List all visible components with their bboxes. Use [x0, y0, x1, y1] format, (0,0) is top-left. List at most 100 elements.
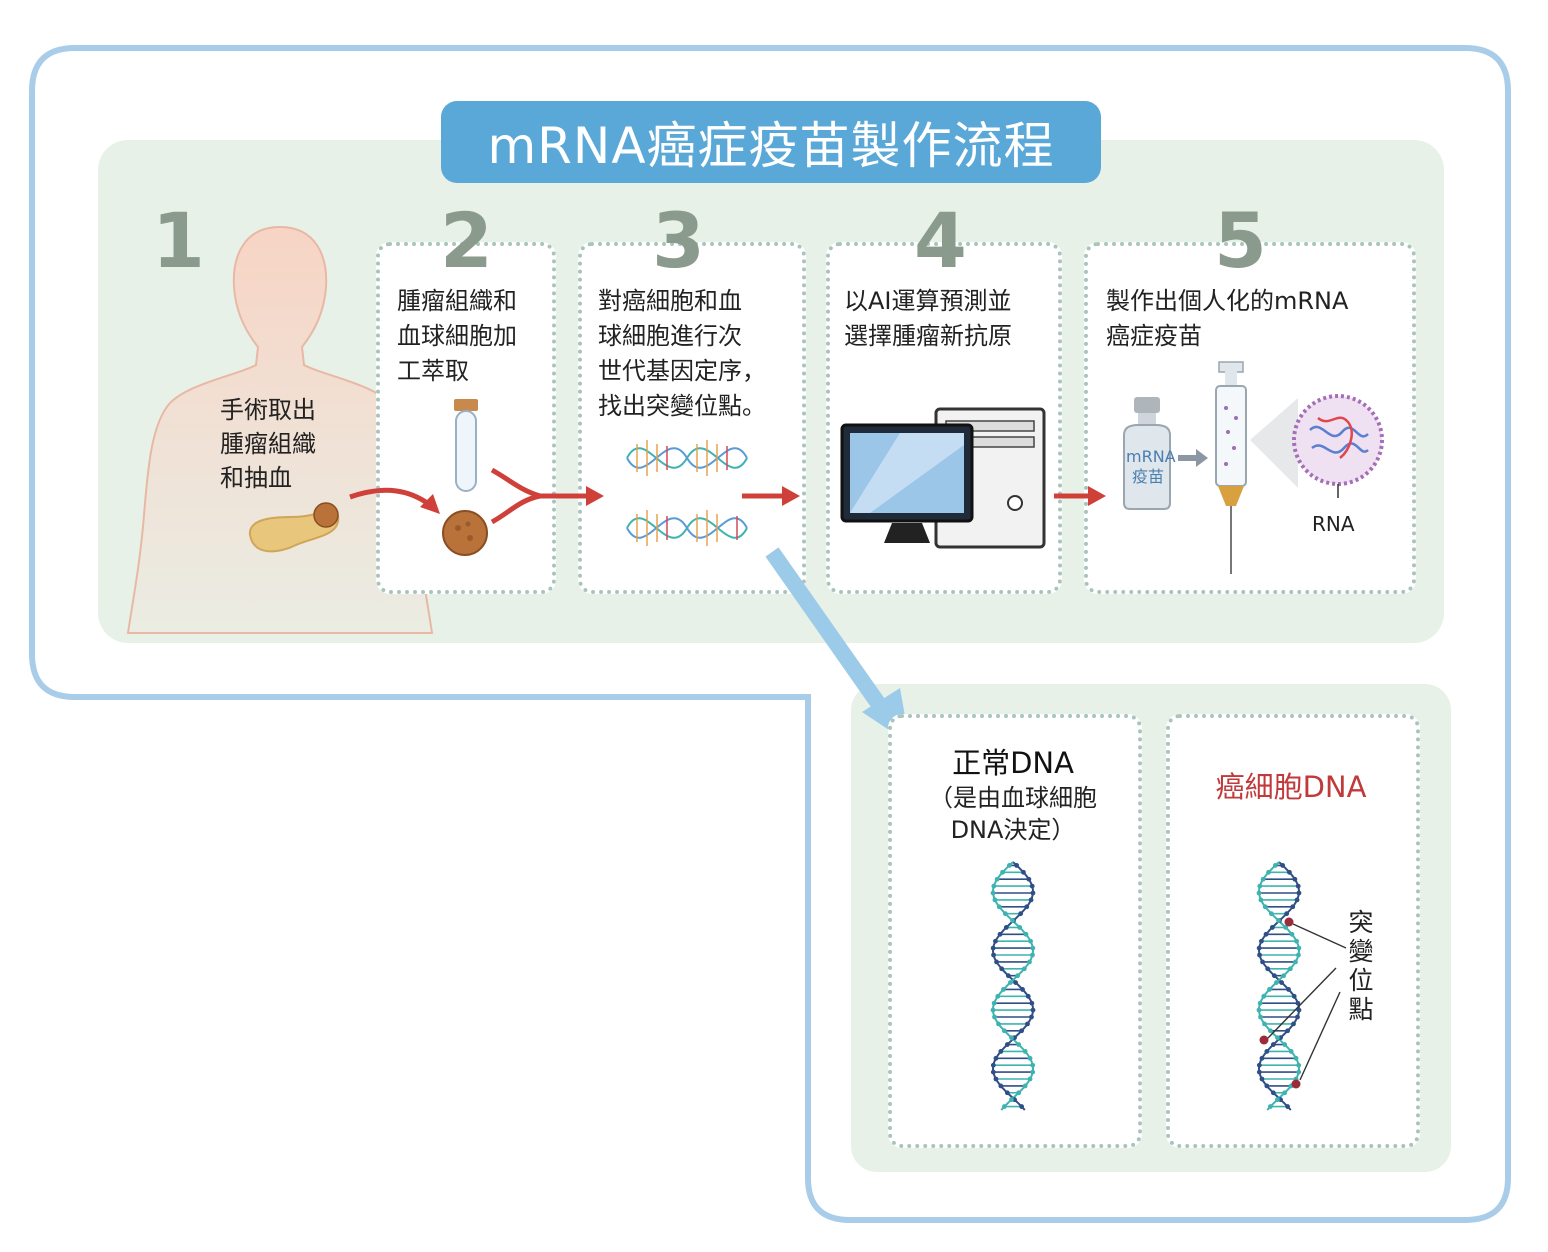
backbone-node [991, 1000, 997, 1006]
backbone-node [1283, 925, 1289, 930]
human-silhouette-icon [126, 225, 434, 634]
backbone-node [997, 931, 1003, 937]
backbone-node [1290, 904, 1296, 910]
backbone-node [991, 883, 997, 889]
backbone-node [1257, 883, 1263, 889]
backbone-node [994, 876, 1000, 882]
backbone-node [1030, 945, 1036, 951]
backbone-node [1256, 945, 1262, 951]
test-tube-icon [454, 399, 478, 492]
backbone-node [1259, 1076, 1265, 1082]
arrow-step3-to-step4-head [782, 486, 800, 506]
backbone-node [1264, 1083, 1270, 1089]
backbone-node [992, 1014, 997, 1020]
backbone-node [1022, 1083, 1028, 1089]
cancer-dna-card [1166, 714, 1420, 1148]
backbone-node [1280, 863, 1286, 868]
backbone-node [1282, 1042, 1288, 1047]
backbone-node [1005, 973, 1011, 979]
step-1-number: 1 [152, 196, 205, 285]
backbone-node [990, 890, 996, 896]
backbone-strand [1257, 861, 1301, 1111]
step-2-number: 2 [440, 196, 493, 285]
backbone-node [1295, 1000, 1301, 1006]
arrow-step2-merge-top [490, 467, 541, 499]
backbone-node [1016, 1090, 1022, 1096]
backbone-node [1291, 993, 1297, 999]
mutation-leader-line [1299, 991, 1341, 1081]
backbone-node [995, 993, 1001, 999]
backbone-node [1030, 890, 1036, 896]
mutation-site-label: 突 變 位 點 [1348, 908, 1374, 1024]
backbone-node [1004, 1090, 1010, 1096]
backbone-node [1273, 980, 1279, 985]
backbone-node [1029, 1000, 1035, 1006]
backbone-node [1294, 897, 1300, 903]
backbone-node [1279, 980, 1285, 985]
backbone-node [990, 1062, 996, 1068]
backbone-node [1019, 1104, 1025, 1109]
backbone-strand [991, 861, 1035, 1111]
backbone-node [1006, 863, 1012, 868]
backbone-node [1271, 973, 1277, 979]
backbone-node [991, 952, 996, 958]
backbone-node [1003, 925, 1009, 930]
backbone-node [996, 904, 1002, 910]
backbone-node [1275, 1035, 1280, 1041]
mutation-dot [1291, 1079, 1301, 1089]
backbone-node [999, 966, 1005, 972]
arrow-right-icon [1178, 449, 1208, 467]
backbone-node [1029, 1014, 1034, 1020]
backbone-node [1264, 1049, 1270, 1054]
backbone-node [1269, 925, 1275, 930]
backbone-node [1267, 1028, 1273, 1034]
step-4-text: 以AI運算預測並 選擇腫瘤新抗原 [844, 287, 1012, 350]
arrow-step2-to-step3-head [586, 486, 604, 506]
backbone-node [1025, 1021, 1030, 1027]
backbone-node [1263, 931, 1269, 937]
backbone-node [1287, 966, 1293, 972]
backbone-node [1015, 973, 1021, 979]
backbone-node [1020, 987, 1025, 992]
backbone-node [1022, 1049, 1028, 1054]
normal-dna-title: 正常DNA [952, 746, 1074, 780]
backbone-node [1025, 993, 1031, 999]
backbone-node [993, 1076, 999, 1082]
step-4-number: 4 [914, 196, 967, 285]
backbone-node [1296, 890, 1302, 896]
backbone-node [1276, 918, 1281, 923]
backbone-node [1258, 1014, 1263, 1020]
backbone-node [1287, 869, 1292, 875]
backbone-node [1295, 883, 1301, 889]
backbone-node [1268, 911, 1274, 917]
backbone-node [1004, 1042, 1010, 1047]
backbone-node [1293, 1055, 1299, 1061]
backbone-node [1030, 1062, 1036, 1068]
backbone-node [1000, 869, 1005, 875]
backbone-node [1019, 1028, 1025, 1034]
backbone-node [998, 1049, 1004, 1054]
normal-dna-subtitle: （是由血球細胞 DNA決定） [929, 784, 1097, 844]
backbone-node [1027, 1076, 1033, 1082]
backbone-node [1257, 952, 1262, 958]
backbone-node [1001, 1028, 1007, 1034]
backbone-node [1296, 1062, 1302, 1068]
vial-label: mRNA 疫苗 [1126, 447, 1176, 486]
backbone-node [1002, 911, 1008, 917]
backbone-node [1285, 1104, 1291, 1109]
backbone-node [1023, 931, 1029, 937]
backbone-node [1267, 987, 1272, 992]
backbone-node [1292, 876, 1298, 882]
backbone-node [1281, 973, 1287, 979]
backbone-node [1275, 1097, 1280, 1103]
backbone-node [1256, 1007, 1262, 1013]
diagram-title: mRNA癌症疫苗製作流程 [441, 101, 1101, 183]
backbone-node [1260, 876, 1266, 882]
mutation-dot [1284, 917, 1294, 927]
big-blue-arrow [765, 547, 887, 711]
backbone-node [992, 897, 998, 903]
backbone-node [1296, 1007, 1302, 1013]
backbone-node [1009, 1097, 1014, 1103]
backbone-node [1256, 1069, 1262, 1075]
step-5-number: 5 [1214, 196, 1267, 285]
